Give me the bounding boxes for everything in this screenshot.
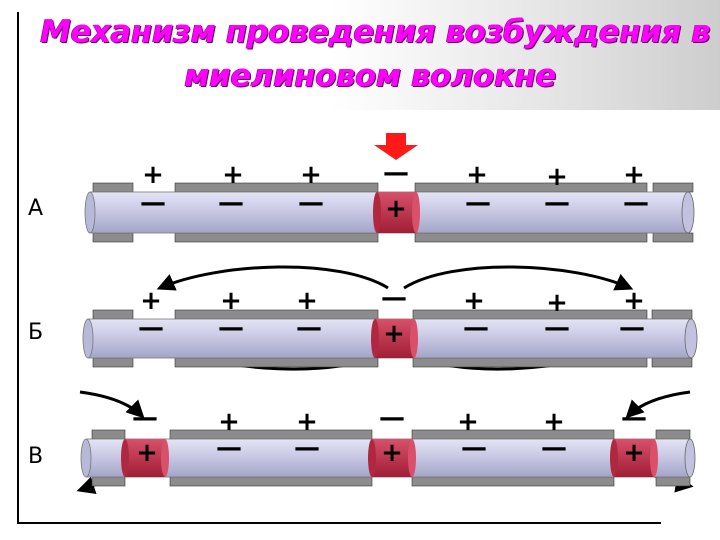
plus-sign: + [623,160,645,190]
active-node-left [121,439,169,477]
minus-sign: — [544,313,570,343]
plus-sign: + [296,286,318,316]
plus-sign: + [546,162,568,192]
plus-sign: + [136,438,158,468]
active-node [368,439,416,477]
inner-charges: + — — + — — + [136,433,645,468]
outer-charges: + + + — + + + [142,158,645,192]
title-background-gradient [330,0,720,110]
fiber-row-v: — + + — + + — + — — + — — + [76,390,696,494]
plus-sign: + [296,407,318,437]
minus-sign: — [294,433,320,463]
plus-sign: + [623,286,645,316]
active-node-right [610,439,658,477]
minus-sign: — [621,403,647,433]
row-label-a: А [28,196,45,221]
inner-charges: — — — + — — — [140,188,649,224]
minus-sign: — [218,313,244,343]
minus-sign: — [381,283,407,313]
minus-sign: — [463,313,489,343]
myelin-sheaths [91,429,691,487]
row-label-v: В [28,444,45,469]
minus-sign: — [461,433,487,463]
plus-sign: + [142,160,164,190]
minus-sign: — [218,188,244,218]
plus-sign: + [222,160,244,190]
title-line-2: миелиновом волокне [184,58,556,94]
frame-bottom-line [17,522,661,524]
plus-sign: + [300,160,322,190]
stimulus-arrow-icon [374,133,418,160]
plus-sign: + [543,407,565,437]
plus-sign: + [383,319,405,349]
minus-sign: — [298,188,324,218]
myelin-sheaths [92,182,694,243]
minus-sign: — [465,188,491,218]
minus-sign: — [383,158,409,188]
active-node [373,192,420,233]
frame-left-line [17,12,19,524]
plus-sign: + [218,407,240,437]
outer-charges: — + + — + + — [132,403,647,437]
plus-sign: + [623,438,645,468]
plus-sign: + [546,288,568,318]
plus-sign: + [457,407,479,437]
minus-sign: — [619,313,645,343]
minus-sign: — [544,188,570,218]
minus-sign: — [138,313,164,343]
title-line-1: Механизм проведения возбуждения в [40,14,711,50]
active-node [371,319,418,358]
plus-sign: + [385,194,407,224]
slide-title: Механизм проведения возбуждения в миелин… [40,10,711,98]
minus-sign: — [140,188,166,218]
inner-charges: — — — + — — — [138,313,645,349]
fiber-row-b: + + + — + + + — — — + — — — [82,265,698,371]
minus-sign: — [216,433,242,463]
plus-sign: + [140,286,162,316]
plus-sign: + [220,286,242,316]
minus-sign: — [132,403,158,433]
outer-charges: + + + — + + + [140,283,645,318]
plus-sign: + [381,438,403,468]
plus-sign: + [466,160,488,190]
fiber-row-a: + + + — + + + — — — + — — — [84,158,695,243]
minus-sign: — [541,433,567,463]
minus-sign: — [296,313,322,343]
plus-sign: + [463,286,485,316]
row-label-b: Б [28,320,45,345]
minus-sign: — [379,403,405,433]
minus-sign: — [623,188,649,218]
